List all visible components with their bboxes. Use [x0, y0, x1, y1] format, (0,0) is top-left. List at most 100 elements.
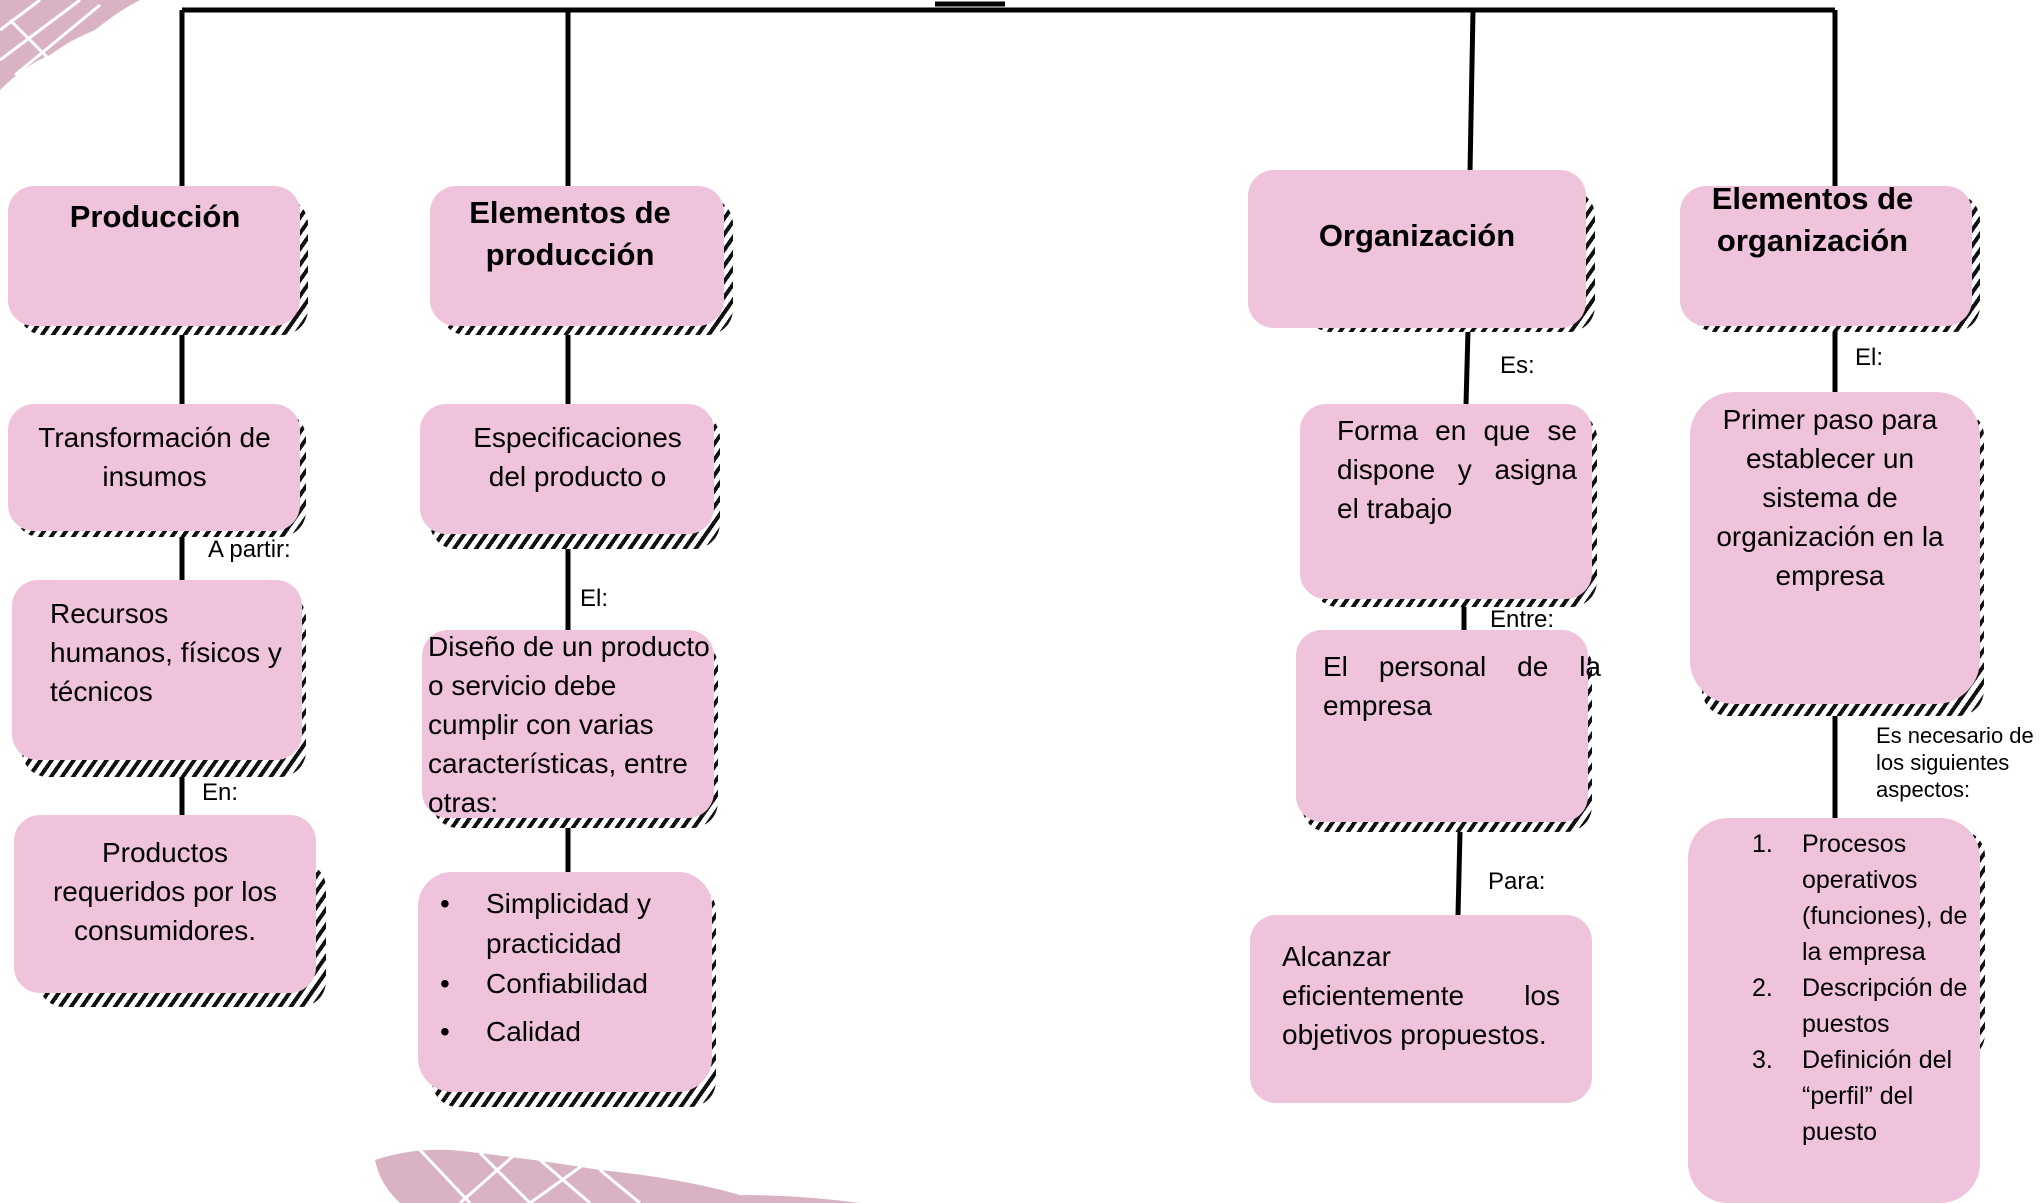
- corner-decoration-lines: [0, 0, 101, 77]
- recursos-box: [12, 580, 302, 760]
- connector-label-es: Es:: [1500, 352, 1535, 379]
- connector-label-el-2: El:: [1855, 344, 1884, 371]
- diseno-line: Diseño de un producto: [428, 631, 710, 662]
- list-item-line: (funciones), de: [1802, 902, 1968, 930]
- list-item-line: la empresa: [1802, 938, 1926, 966]
- recursos-line: humanos, físicos y: [50, 637, 282, 668]
- caracteristicas-list: Simplicidad y practicidad Confiabilidad C…: [422, 884, 712, 1052]
- diseno-box: [422, 630, 714, 818]
- aspectos-box: [1688, 818, 1980, 1203]
- connector-label-line: los siguientes: [1876, 750, 2010, 775]
- list-item-text: Confiabilidad: [486, 968, 648, 999]
- productos-text: Productos requeridos por los consumidore…: [30, 833, 300, 950]
- organizacion-title: Organización: [1318, 218, 1516, 253]
- especificaciones-box: [420, 404, 714, 534]
- primer-paso-line: Primer paso para: [1722, 404, 1938, 435]
- connector-label-a-partir: A partir:: [208, 536, 291, 563]
- transformacion-line: insumos: [102, 461, 207, 492]
- bottom-decoration: [375, 1149, 860, 1203]
- connector-label-entre: Entre:: [1490, 606, 1555, 633]
- connector-label-es-necesario: Es necesario de los siguientes aspectos:: [1876, 722, 2034, 803]
- primer-paso-box: [1690, 392, 1980, 704]
- transformacion-text: Transformación de insumos: [12, 418, 297, 496]
- productos-line: Productos: [101, 837, 229, 868]
- diseno-line: o servicio debe: [428, 670, 617, 701]
- primer-paso-line: establecer un: [1745, 443, 1915, 474]
- list-item-number: 2.: [1752, 974, 1773, 1002]
- diseno-text: Diseño de un producto o servicio debe cu…: [428, 627, 728, 822]
- list-item-text: Simplicidad y: [486, 888, 651, 919]
- transformacion-line: Transformación de: [38, 422, 271, 453]
- produccion-title: Producción: [69, 199, 241, 234]
- forma-line: dispone y asigna: [1337, 454, 1577, 485]
- primer-paso-line: organización en la: [1716, 521, 1944, 552]
- connector-label-para: Para:: [1488, 868, 1546, 895]
- elementos-produccion-box: [430, 186, 724, 326]
- personal-line: El personal de la: [1323, 651, 1601, 682]
- recursos-text: Recursos humanos, físicos y técnicos: [50, 594, 300, 711]
- alcanzar-text: Alcanzar eficientemente los objetivos pr…: [1282, 937, 1560, 1054]
- list-item-line: “perfil” del: [1802, 1082, 1914, 1110]
- list-item: Simplicidad y practicidad: [422, 884, 712, 964]
- list-item: 3. Definición del “perfil” del puesto: [1752, 1042, 1992, 1150]
- produccion-box: [8, 186, 300, 326]
- connector-label-el: El:: [580, 585, 609, 612]
- list-item-line: puesto: [1802, 1118, 1878, 1146]
- alcanzar-line: Alcanzar: [1282, 941, 1391, 972]
- connector-label-line: aspectos:: [1876, 777, 1971, 802]
- forma-line: el trabajo: [1337, 493, 1453, 524]
- alcanzar-line: eficientemente los: [1282, 980, 1560, 1011]
- personal-text: El personal de la empresa: [1323, 647, 1601, 725]
- diseno-line: características, entre: [428, 748, 688, 779]
- list-item-line: Definición del: [1802, 1046, 1953, 1074]
- recursos-line: técnicos: [50, 676, 153, 707]
- list-item: Calidad: [422, 1012, 712, 1052]
- alcanzar-line: objetivos propuestos.: [1282, 1019, 1547, 1050]
- elementos-organizacion-box: [1680, 186, 1972, 326]
- elementos-organizacion-title-line: organización: [1716, 223, 1909, 258]
- recursos-line: Recursos: [50, 598, 169, 629]
- connector-label-en: En:: [202, 779, 239, 806]
- connector-label-line: Es necesario de: [1876, 723, 2034, 748]
- especificaciones-line: Especificaciones: [473, 422, 682, 453]
- list-item: Confiabilidad: [422, 964, 712, 1004]
- list-item-text: practicidad: [486, 928, 622, 959]
- productos-line: requeridos por los: [52, 876, 278, 907]
- forma-line: Forma en que se: [1337, 415, 1577, 446]
- transformacion-box: [8, 404, 300, 531]
- personal-line: empresa: [1323, 690, 1432, 721]
- elementos-organizacion-title-line: Elementos de: [1711, 181, 1914, 216]
- forma-text: Forma en que se dispone y asigna el trab…: [1337, 411, 1577, 528]
- primer-paso-line: empresa: [1775, 560, 1885, 591]
- especificaciones-text: Especificaciones del producto o: [430, 418, 725, 496]
- list-item-number: 1.: [1752, 830, 1773, 858]
- list-item-line: operativos: [1802, 866, 1918, 894]
- especificaciones-line: del producto o: [488, 461, 667, 492]
- alcanzar-box: [1250, 915, 1592, 1103]
- elementos-produccion-title: Elementos de producción: [430, 192, 710, 276]
- diseno-line: cumplir con varias: [428, 709, 654, 740]
- diseno-line: otras:: [428, 787, 499, 818]
- organizacion-box: [1248, 170, 1586, 328]
- personal-box: [1296, 630, 1588, 822]
- forma-box: [1300, 404, 1592, 599]
- list-item-number: 3.: [1752, 1046, 1773, 1074]
- list-item-text: Calidad: [486, 1016, 581, 1047]
- elementos-produccion-title-line: producción: [485, 237, 655, 272]
- primer-paso-line: sistema de: [1762, 482, 1898, 513]
- elementos-produccion-title-line: Elementos de: [469, 195, 671, 230]
- productos-box: [14, 815, 316, 993]
- list-item-line: Procesos: [1802, 830, 1907, 858]
- elementos-organizacion-title: Elementos de organización: [1680, 178, 1945, 262]
- list-item-line: Descripción de: [1802, 974, 1968, 1002]
- list-item: 2. Descripción de puestos: [1752, 970, 1992, 1042]
- bottom-decoration-lines: [418, 1148, 641, 1203]
- list-item-line: puestos: [1802, 1010, 1890, 1038]
- aspectos-list: 1. Procesos operativos (funciones), de l…: [1752, 826, 1992, 1150]
- primer-paso-text: Primer paso para establecer un sistema d…: [1700, 400, 1960, 595]
- productos-line: consumidores.: [73, 915, 257, 946]
- list-item: 1. Procesos operativos (funciones), de l…: [1752, 826, 1992, 970]
